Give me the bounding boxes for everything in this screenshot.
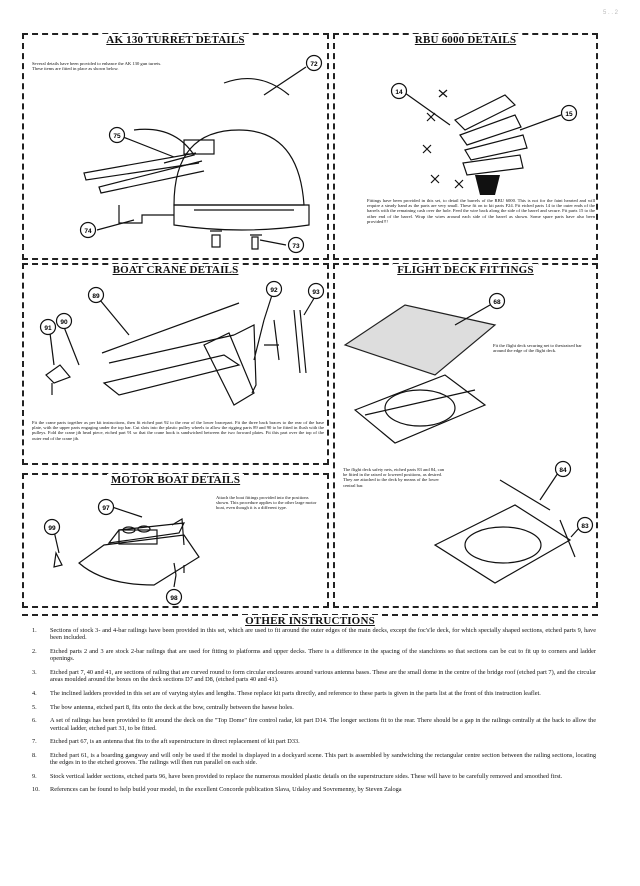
other-title: OTHER INSTRUCTIONS bbox=[22, 615, 598, 627]
svg-text:74: 74 bbox=[84, 228, 92, 235]
instruction-number: 4. bbox=[32, 690, 37, 697]
instruction-text: The inclined ladders provided in this se… bbox=[50, 690, 541, 697]
callout-97: 97 bbox=[97, 498, 115, 516]
rbu-title: RBU 6000 DETAILS bbox=[335, 34, 596, 46]
instruction-item: 6. A set of railings has been provided to… bbox=[22, 717, 596, 732]
callout-14: 14 bbox=[390, 82, 408, 100]
instruction-item: 5. The bow antenna, etched part 8, fits o… bbox=[22, 704, 596, 711]
svg-text:15: 15 bbox=[565, 111, 573, 118]
svg-text:90: 90 bbox=[60, 319, 68, 326]
ak130-title: AK 130 TURRET DETAILS bbox=[24, 34, 327, 46]
callout-68: 68 bbox=[488, 292, 506, 310]
callout-99: 99 bbox=[43, 518, 61, 536]
svg-text:72: 72 bbox=[310, 61, 318, 68]
flight-title: FLIGHT DECK FITTINGS bbox=[335, 264, 596, 276]
rbu-panel: RBU 6000 DETAILS Fittings have been prov… bbox=[333, 33, 598, 260]
instruction-item: 8. Etched part 61, is a boarding gangway … bbox=[22, 752, 596, 767]
instruction-number: 8. bbox=[32, 751, 37, 759]
svg-text:73: 73 bbox=[292, 243, 300, 250]
crane-text: Fit the crane parts together as per kit … bbox=[32, 420, 324, 441]
instruction-item: 10. References can be found to help build… bbox=[22, 786, 596, 793]
svg-text:92: 92 bbox=[270, 287, 278, 294]
instruction-text: Etched parts 2 and 3 are stock 2-bar rai… bbox=[50, 648, 596, 663]
instruction-item: 4. The inclined ladders provided in this … bbox=[22, 690, 596, 697]
callout-74: 74 bbox=[79, 221, 97, 239]
instruction-item: 7. Etched part 67, is an antenna that fit… bbox=[22, 738, 596, 745]
instruction-number: 3. bbox=[32, 669, 37, 676]
instruction-text: A set of railings has been provided to f… bbox=[50, 717, 596, 732]
instruction-text: Etched part 67, is an antenna that fits … bbox=[50, 738, 300, 746]
callout-72: 72 bbox=[305, 54, 323, 72]
instructions-list: 1. Sections of stock 3- and 4-bar railing… bbox=[22, 627, 596, 800]
ak130-panel: AK 130 TURRET DETAILS Several details ha… bbox=[22, 33, 329, 260]
instruction-number: 7. bbox=[32, 738, 37, 746]
instruction-item: 1. Sections of stock 3- and 4-bar railing… bbox=[22, 627, 596, 642]
svg-text:99: 99 bbox=[48, 525, 56, 532]
callout-91: 91 bbox=[39, 318, 57, 336]
instruction-text: Sections of stock 3- and 4-bar railings … bbox=[50, 627, 596, 642]
other-panel: OTHER INSTRUCTIONS bbox=[22, 614, 598, 874]
flight-net-text: Fit the flight deck securing net to thes… bbox=[493, 343, 582, 354]
instruction-number: 9. bbox=[32, 772, 37, 780]
instruction-number: 10. bbox=[32, 786, 40, 794]
callout-92: 92 bbox=[265, 280, 283, 298]
instruction-text: Etched part 7, 40 and 41, are sections o… bbox=[50, 669, 596, 684]
motor-title: MOTOR BOAT DETAILS bbox=[24, 474, 327, 486]
motor-text: Attach the boat fittings provided into t… bbox=[216, 495, 317, 511]
svg-text:91: 91 bbox=[44, 325, 52, 332]
rbu-illustration: 14 15 bbox=[390, 82, 578, 195]
flight-panel: FLIGHT DECK FITTINGS Fit the flight deck… bbox=[333, 263, 598, 608]
instruction-number: 5. bbox=[32, 703, 37, 711]
crane-title: BOAT CRANE DETAILS bbox=[24, 264, 327, 276]
flight-illustration: 68 84 83 bbox=[343, 292, 594, 584]
callout-98: 98 bbox=[165, 588, 183, 606]
instruction-text: References can be found to help build yo… bbox=[50, 786, 402, 794]
callout-89: 89 bbox=[87, 286, 105, 304]
instruction-number: 1. bbox=[32, 627, 37, 634]
instruction-text: The bow antenna, etched part 8, fits ont… bbox=[50, 703, 294, 711]
rbu-text: Fittings have been provided in this set,… bbox=[367, 198, 595, 224]
callout-83: 83 bbox=[576, 516, 594, 534]
ak130-text: Several details have been provided to en… bbox=[32, 61, 162, 72]
instruction-item: 9. Stock vertical ladder sections, etched… bbox=[22, 773, 596, 780]
instruction-text: Stock vertical ladder sections, etched p… bbox=[50, 772, 563, 780]
callout-90: 90 bbox=[55, 312, 73, 330]
svg-text:75: 75 bbox=[113, 133, 121, 140]
callout-84: 84 bbox=[554, 460, 572, 478]
motor-panel: MOTOR BOAT DETAILS Attach the boat fitti… bbox=[22, 473, 329, 608]
callout-93: 93 bbox=[307, 282, 325, 300]
callout-75: 75 bbox=[108, 126, 126, 144]
svg-text:89: 89 bbox=[92, 293, 100, 300]
svg-text:93: 93 bbox=[312, 289, 320, 296]
instruction-text: Etched part 61, is a boarding gangway an… bbox=[50, 751, 596, 767]
instruction-item: 3. Etched part 7, 40 and 41, are sections… bbox=[22, 669, 596, 684]
svg-text:68: 68 bbox=[493, 299, 501, 306]
crane-panel: BOAT CRANE DETAILS Fit the crane parts t… bbox=[22, 263, 329, 465]
corner-mark: 5 . . 2 bbox=[602, 10, 618, 16]
ak130-illustration: 72 75 74 73 bbox=[79, 54, 323, 254]
svg-text:97: 97 bbox=[102, 505, 110, 512]
callout-73: 73 bbox=[287, 236, 305, 254]
motor-illustration: 97 99 98 bbox=[43, 498, 200, 606]
callout-15: 15 bbox=[560, 104, 578, 122]
instruction-number: 2. bbox=[32, 648, 37, 655]
instruction-number: 6. bbox=[32, 717, 37, 725]
svg-text:14: 14 bbox=[395, 89, 403, 96]
crane-illustration: 89 92 93 91 90 bbox=[39, 280, 325, 406]
svg-text:84: 84 bbox=[559, 467, 567, 474]
flight-rail-text: The flight deck safety nets, etched part… bbox=[343, 467, 445, 488]
instruction-item: 2. Etched parts 2 and 3 are stock 2-bar r… bbox=[22, 648, 596, 663]
svg-text:98: 98 bbox=[170, 595, 178, 602]
svg-text:83: 83 bbox=[581, 523, 589, 530]
